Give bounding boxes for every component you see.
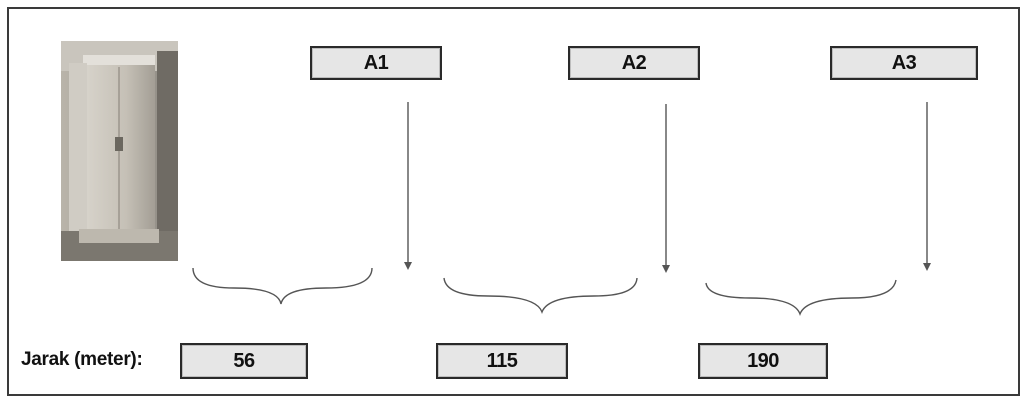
brace-1 [193,268,372,304]
node-a2-label: A2 [622,52,647,75]
node-a2-box: A2 [568,46,700,80]
node-a1-box: A1 [310,46,442,80]
distance-value-2: 115 [487,350,518,373]
brace-2 [444,278,637,312]
arrowhead-a2 [662,265,670,273]
distance-value-3-box: 190 [698,343,828,379]
node-a3-box: A3 [830,46,978,80]
arrowhead-a3 [923,263,931,271]
distance-value-1: 56 [233,350,254,373]
distance-value-3: 190 [747,350,779,373]
node-a1-label: A1 [364,52,389,75]
distance-label: Jarak (meter): [21,349,142,371]
node-a3-label: A3 [892,52,917,75]
brace-3 [706,280,896,314]
distance-value-1-box: 56 [180,343,308,379]
distance-value-2-box: 115 [436,343,568,379]
arrowhead-a1 [404,262,412,270]
